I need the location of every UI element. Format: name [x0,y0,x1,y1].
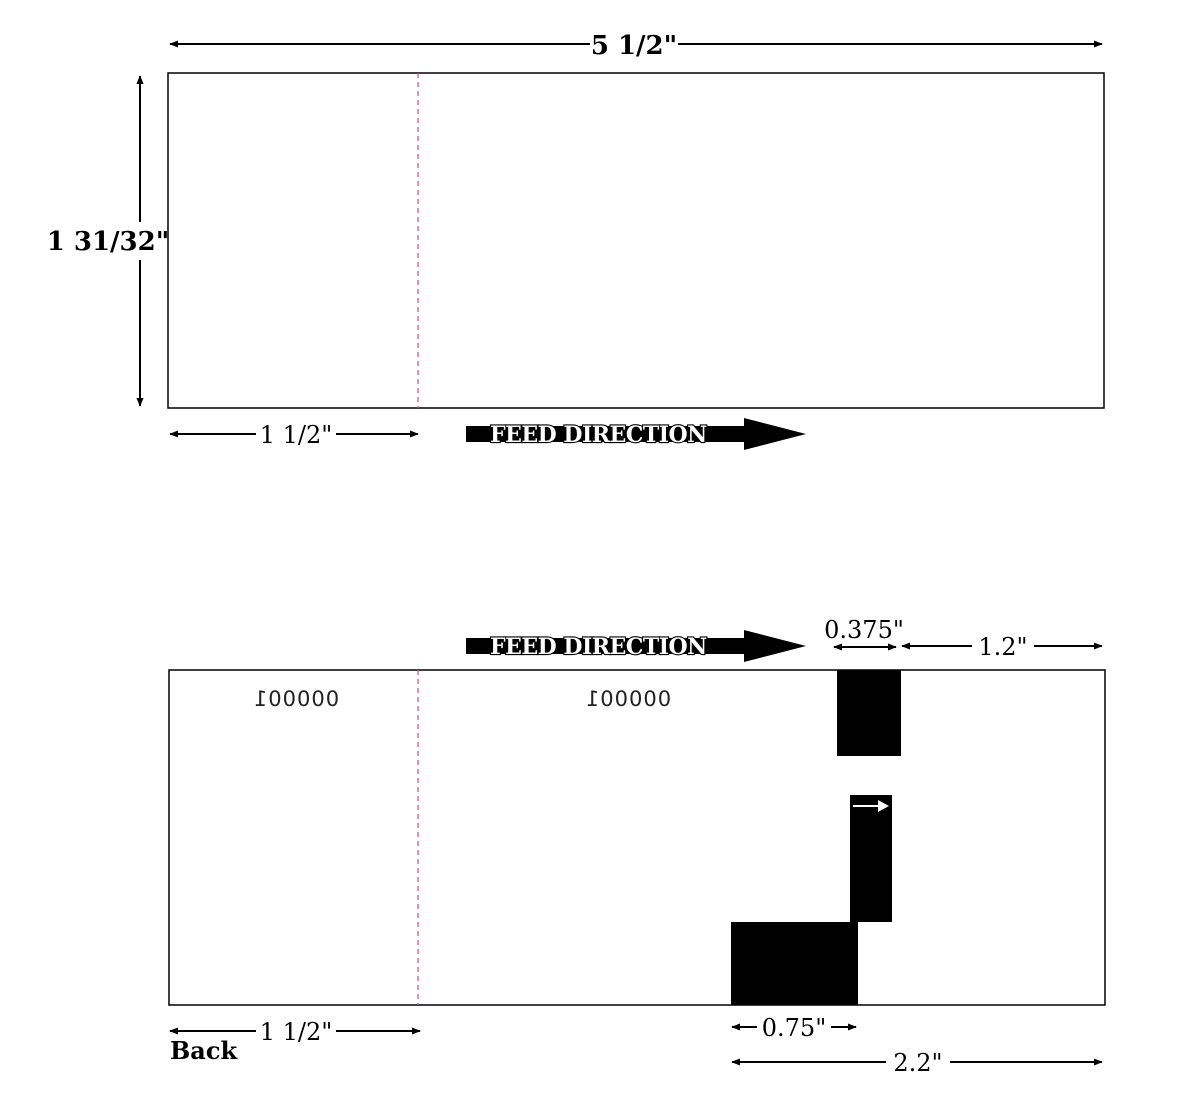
serial-number-main: 000001 [585,687,671,711]
front-ticket-outline [167,72,1105,409]
middle-black-mark [850,795,892,922]
front-view: 5 1/2" 1 31/32" 1 1/2" FEED DIRECTION [47,31,1105,450]
back-view: FEED DIRECTION 0.375" 1.2" 000001 000001 [168,616,1106,1077]
mark-offset-label: 1.2" [978,633,1027,661]
width-label: 5 1/2" [591,31,677,61]
front-feed-direction-label: FEED DIRECTION [490,422,707,448]
top-black-mark [837,670,901,756]
bottom-mark-label: 0.75" [762,1014,826,1042]
back-feed-direction-arrow: FEED DIRECTION [466,630,806,662]
front-stub-label: 1 1/2" [260,421,333,449]
bottom-offset-label: 2.2" [893,1049,942,1077]
back-ticket-outline [168,669,1106,1006]
front-feed-direction-arrow: FEED DIRECTION [466,418,806,450]
mark-width-label: 0.375" [824,616,904,644]
white-arrow-icon [853,800,889,812]
back-feed-direction-label: FEED DIRECTION [490,634,707,660]
height-label: 1 31/32" [47,227,170,257]
bottom-black-mark [731,922,858,1005]
serial-number-stub: 000001 [253,687,339,711]
back-side-label: Back [170,1036,238,1065]
back-stub-label: 1 1/2" [260,1018,333,1046]
